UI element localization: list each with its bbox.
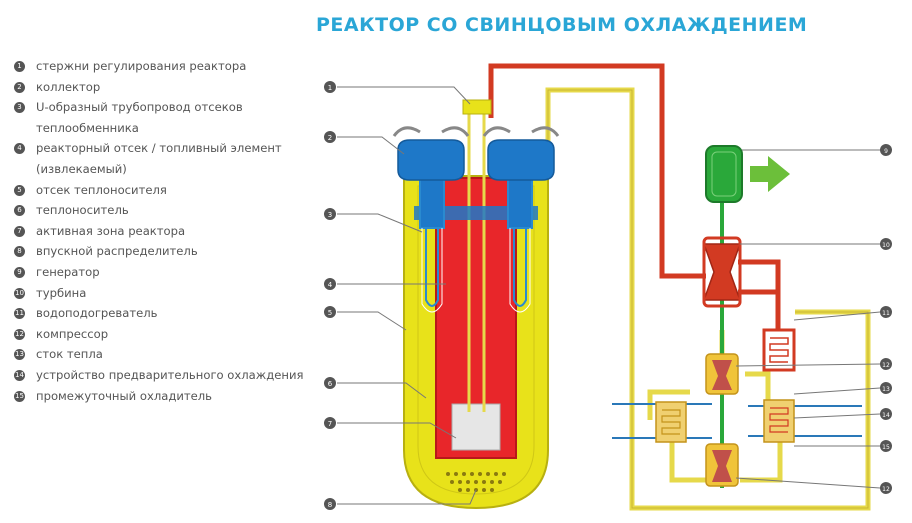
legend-item: 1 стержни регулирования реактора: [14, 56, 314, 77]
legend-number-marker: 10: [14, 287, 25, 299]
callout-marker: 6: [324, 377, 336, 389]
legend-item: 12 компрессор: [14, 324, 314, 345]
legend-number-marker: 14: [14, 369, 25, 381]
callout-marker: 11: [880, 306, 892, 318]
legend-label: U-образный трубопровод отсеков теплообме…: [36, 100, 243, 135]
legend-label: водоподогреватель: [36, 306, 158, 321]
legend-number-marker: 9: [14, 266, 25, 278]
callout-marker: 8: [324, 498, 336, 510]
callout-label: 4: [328, 281, 333, 289]
legend-item: 5 отсек теплоносителя: [14, 180, 314, 201]
legend-number-marker: 6: [14, 205, 25, 217]
callout-label: 12: [882, 486, 890, 493]
legend-label: генератор: [36, 264, 100, 279]
legend-number-marker: 12: [14, 328, 25, 340]
legend-number-marker: 8: [14, 246, 25, 258]
legend-number-marker: 3: [14, 102, 25, 114]
u-tube-left: [419, 177, 445, 313]
callout-marker: 14: [880, 408, 892, 420]
callout-label: 3: [328, 211, 332, 219]
inlet-distributor: [446, 472, 506, 492]
intercooler: [763, 399, 795, 443]
callout-label: 15: [882, 444, 890, 451]
reactor-core: [451, 403, 501, 451]
callout-label: 11: [882, 310, 890, 317]
callout-label: 5: [328, 309, 332, 317]
callout-marker: 7: [324, 417, 336, 429]
legend-item: 2 коллектор: [14, 77, 314, 98]
legend-label: промежуточный охладитель: [36, 388, 213, 403]
compressor-lower: [705, 443, 739, 487]
legend-label: стержни регулирования реактора: [36, 59, 247, 73]
legend-number-marker: 7: [14, 225, 25, 237]
power-arrow-icon: [750, 156, 790, 192]
callout-marker: 4: [324, 278, 336, 290]
callouts-right: 9 10 11 12 13 14 15 12: [880, 144, 892, 494]
callout-marker: 3: [324, 208, 336, 220]
callout-label: 10: [882, 242, 890, 249]
callout-marker: 5: [324, 306, 336, 318]
legend-number-marker: 1: [14, 61, 25, 72]
callout-marker: 13: [880, 382, 892, 394]
legend-number-marker: 2: [14, 81, 25, 93]
page-title: РЕАКТОР СО СВИНЦОВЫМ ОХЛАЖДЕНИЕМ: [316, 14, 808, 36]
callout-marker: 12: [880, 482, 892, 494]
legend-label: отсек теплоносителя: [36, 182, 167, 197]
legend-label: теплоноситель: [36, 203, 129, 218]
legend-item: 14 устройство предварительного охлаждения: [14, 365, 314, 386]
callout-marker: 2: [324, 131, 336, 143]
legend: 1 стержни регулирования реактора 2 коллекто…: [14, 56, 314, 406]
legend-item: 10 турбина: [14, 283, 314, 304]
callout-marker: 15: [880, 440, 892, 452]
legend-label: впускной распределитель: [36, 244, 198, 259]
callout-marker: 12: [880, 358, 892, 370]
coolant-loop-red: [488, 63, 781, 330]
water-heater: [762, 328, 796, 372]
legend-label: реакторный отсек / топливный элемент (из…: [36, 141, 282, 176]
legend-number-marker: 11: [14, 308, 25, 320]
legend-label: устройство предварительного охлаждения: [36, 367, 304, 382]
callout-label: 6: [328, 380, 333, 388]
legend-item: 15 промежуточный охладитель: [14, 386, 314, 407]
legend-label: сток тепла: [36, 347, 103, 362]
compressor-upper: [705, 353, 739, 395]
collector-right: [482, 126, 560, 181]
legend-item: 3 U-образный трубопровод отсеков теплообм…: [14, 97, 314, 138]
legend-label: активная зона реактора: [36, 223, 186, 238]
legend-item: 6 теплоноситель: [14, 200, 314, 221]
callout-label: 8: [328, 501, 332, 509]
legend-number-marker: 13: [14, 349, 25, 361]
legend-label: турбина: [36, 285, 87, 300]
callout-label: 13: [882, 386, 890, 393]
legend-number-marker: 15: [14, 390, 25, 402]
callout-label: 1: [328, 84, 332, 92]
legend-number-marker: 5: [14, 184, 25, 196]
legend-label: коллектор: [36, 79, 101, 94]
collector-left: [392, 126, 470, 181]
control-rods: [467, 104, 486, 412]
callouts-left: 1 2 3 4 5 6 7 8: [324, 81, 336, 510]
legend-item: 13 сток тепла: [14, 344, 314, 365]
precooler: [655, 401, 687, 443]
legend-item: 8 впускной распределитель: [14, 241, 314, 262]
callout-label: 7: [328, 420, 332, 428]
legend-label: компрессор: [36, 326, 109, 341]
callout-marker: 10: [880, 238, 892, 250]
legend-number-marker: 4: [14, 143, 25, 155]
callout-label: 14: [882, 412, 890, 419]
generator: [705, 145, 743, 203]
callout-marker: 9: [880, 144, 892, 156]
callout-marker: 1: [324, 81, 336, 93]
callout-label: 9: [884, 148, 888, 155]
legend-item: 7 активная зона реактора: [14, 221, 314, 242]
callout-label: 12: [882, 362, 890, 369]
legend-item: 4 реакторный отсек / топливный элемент (и…: [14, 138, 314, 179]
turbine: [702, 236, 742, 308]
control-rods-top: [462, 99, 492, 115]
legend-item: 9 генератор: [14, 262, 314, 283]
legend-item: 11 водоподогреватель: [14, 303, 314, 324]
callout-label: 2: [328, 134, 332, 142]
